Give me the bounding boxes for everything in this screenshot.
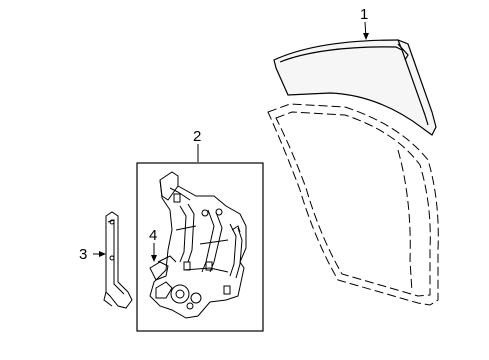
arrow-4 (151, 255, 157, 262)
arrow-1 (363, 33, 369, 40)
window-regulator (149, 171, 247, 319)
callout-3: 3 (79, 246, 87, 263)
regulator-box (136, 162, 264, 332)
leader-arrowheads (99, 33, 369, 262)
door-frame-outline (267, 103, 439, 306)
callout-4: 4 (149, 227, 157, 244)
arrow-3 (99, 251, 106, 257)
callout-2: 2 (193, 128, 201, 145)
run-channel-bracket (103, 211, 133, 309)
callout-1: 1 (360, 6, 368, 23)
door-glass (273, 39, 437, 136)
